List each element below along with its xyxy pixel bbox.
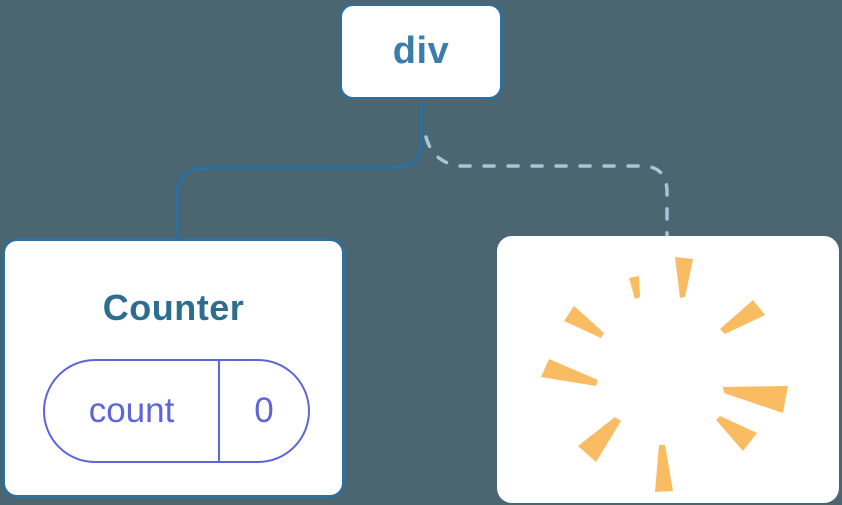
node-div-label: div [392, 30, 450, 72]
edge-solid-to-counter [175, 101, 424, 238]
state-key-label: count [88, 391, 175, 430]
counter-title: Counter [102, 287, 245, 328]
state-key-cell: count [45, 361, 220, 461]
poof-wedges [541, 257, 788, 492]
state-value-cell: 0 [220, 361, 308, 461]
state-pill: count 0 [43, 359, 310, 463]
node-div: div [339, 3, 503, 100]
state-value-label: 0 [254, 391, 274, 430]
edge-dashed-to-removed [424, 135, 669, 238]
node-counter-card: Counter count 0 [2, 238, 345, 498]
poof-icon [541, 257, 788, 492]
node-removed-card [497, 236, 839, 503]
